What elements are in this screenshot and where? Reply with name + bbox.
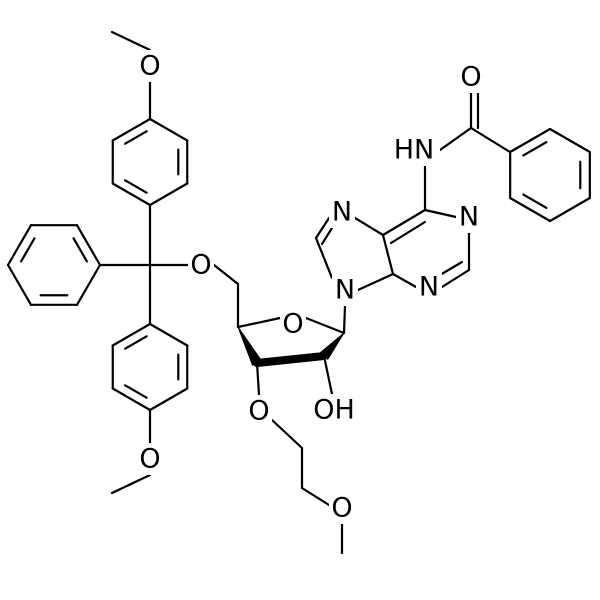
svg-text:N: N [459,202,479,233]
bond-c2-n3-double [438,260,464,277]
atom-trityl-ether-o: O [188,249,214,281]
svg-text:O: O [282,309,303,340]
bond-c8-n7-double [320,226,334,246]
bond-nh-carbonyl-c [438,126,473,152]
ring-lower-aryl-bond [111,322,152,347]
svg-text:N: N [332,197,352,228]
bond-c8-n7 [314,216,331,240]
atom-methoxy-top-o: O [137,50,163,82]
ring-upper-aryl-bond [111,117,152,142]
ring-benzoyl-phenyl-double-bond [522,141,548,157]
bond-c6-n1 [423,208,458,219]
ring-upper-aryl-bond [148,117,189,142]
ring-trityl-phenyl-bond [6,224,33,267]
ring-benzoyl-phenyl-bond [548,196,591,223]
bond-c3-c2-bold [253,352,328,367]
bond-ome-methyl-top [110,30,152,52]
bond-c5-c4 [381,233,395,276]
svg-text:O: O [331,493,352,524]
atom-labels: O O O O O O OH N N N N HN O [137,50,484,524]
svg-text:O: O [248,396,269,427]
ring-lower-aryl-bond [111,387,152,412]
bond-ome-methyl-bottom [110,473,152,495]
bond-lines [6,30,591,555]
ring-lower-aryl-double-bond [123,384,148,399]
atom-amide-nh: HN [388,134,440,166]
svg-text:O: O [460,62,481,93]
ring-benzoyl-phenyl-bond [548,127,591,154]
svg-text:N: N [419,272,439,303]
bond-ch2-o [300,486,331,507]
svg-text:O: O [190,250,211,281]
bond-c2-oh [322,354,334,396]
bond-n3-c4 [391,272,418,289]
ring-upper-aryl-double-bond [123,130,148,145]
ring-lower-aryl-double-bond [123,335,148,350]
bond-c2-n3 [440,268,471,289]
bond-c3-o [255,361,261,397]
ring-trityl-phenyl-bond [6,263,33,306]
atom-n9: N [332,274,358,306]
ring-trityl-phenyl-bond [75,224,102,267]
bond-o-c5prime [212,263,240,286]
ring-benzoyl-phenyl-bond [509,196,552,223]
bond-carbonyl-phenyl [469,126,512,154]
ring-lower-aryl-bond [148,322,189,347]
atom-n3: N [416,271,442,303]
atom-hydroxyl: OH [308,394,360,426]
atom-chain-o: O [329,492,355,524]
ring-upper-aryl-double-bond [123,179,148,194]
atom-methoxy-bottom-o: O [137,443,163,475]
bond-c5-c6-double [389,220,427,245]
atom-n1: N [456,201,482,233]
svg-text:O: O [139,51,160,82]
bond-o-ch2 [270,418,304,450]
bond-c5-c6 [381,208,427,237]
svg-text:OH: OH [313,395,355,426]
atom-ether-3-o: O [246,395,272,427]
atom-ring-o: O [280,308,306,340]
bond-ring-o-c1prime [304,316,346,335]
ring-trityl-phenyl-double-bond [20,237,36,263]
svg-text:HN: HN [394,135,435,166]
ring-lower-aryl-bond [148,387,189,412]
bond-n9-c8 [314,236,334,280]
bond-c4prime-ring-o [236,316,282,329]
svg-text:O: O [139,444,160,475]
ring-benzoyl-phenyl-double-bond [522,193,548,209]
svg-text:N: N [335,275,355,306]
bond-c4-n9 [356,272,395,292]
ring-trityl-phenyl-bond [75,263,102,306]
bond-c1-n9 [342,304,347,335]
ring-trityl-phenyl-double-bond [72,237,88,263]
atom-n7: N [329,196,355,228]
ring-upper-aryl-bond [148,182,189,207]
ring-upper-aryl-bond [111,182,152,207]
atom-carbonyl-o: O [458,61,484,93]
bond-n7-c5 [353,216,385,237]
ring-benzoyl-phenyl-bond [509,127,552,154]
